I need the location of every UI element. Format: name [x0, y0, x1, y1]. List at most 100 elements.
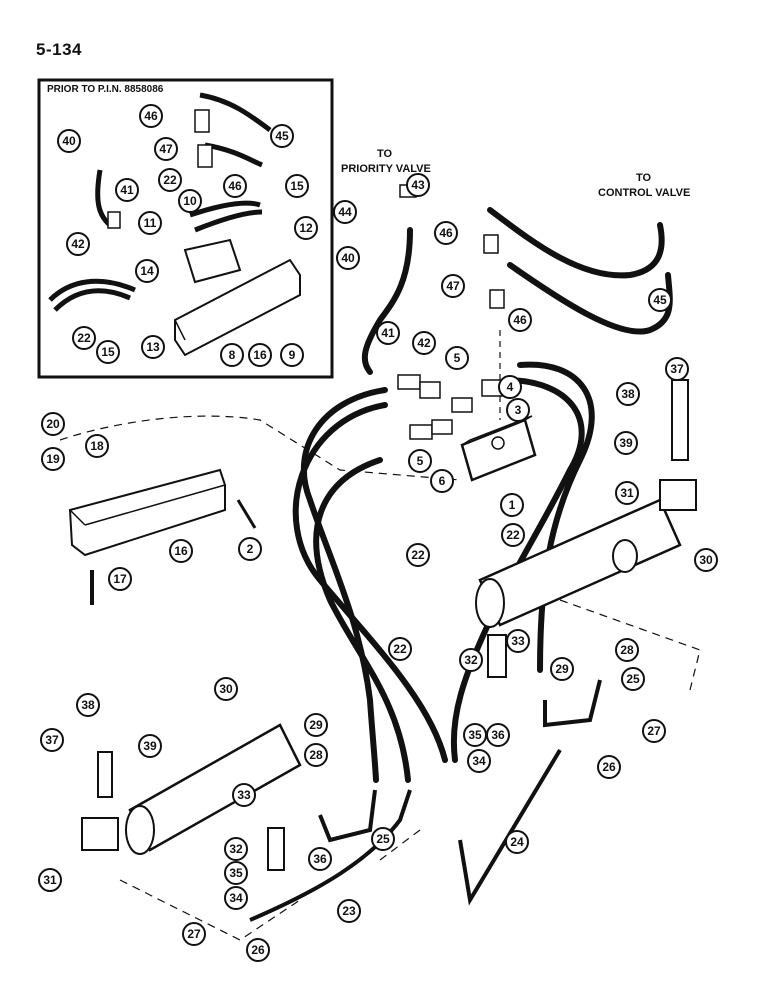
callout-number: 16 — [253, 348, 267, 362]
callout-number: 5 — [454, 351, 461, 365]
callout-number: 32 — [229, 842, 243, 856]
callout-number: 27 — [647, 724, 661, 738]
callout-31: 31 — [38, 868, 62, 892]
callout-number: 29 — [555, 662, 569, 676]
callout-number: 42 — [417, 336, 431, 350]
callout-number: 34 — [229, 891, 243, 905]
callout-10: 10 — [178, 189, 202, 213]
callout-number: 26 — [602, 760, 616, 774]
callout-number: 39 — [143, 739, 157, 753]
mounting-bracket — [68, 468, 257, 605]
callout-40: 40 — [57, 129, 81, 153]
callout-31: 31 — [615, 481, 639, 505]
callout-46: 46 — [508, 308, 532, 332]
callout-number: 46 — [439, 226, 453, 240]
callout-number: 31 — [43, 873, 57, 887]
page-number: 5-134 — [36, 40, 82, 59]
callout-19: 19 — [41, 447, 65, 471]
callout-24: 24 — [505, 830, 529, 854]
callout-26: 26 — [246, 938, 270, 962]
callout-number: 33 — [237, 788, 251, 802]
callout-number: 4 — [507, 380, 514, 394]
callout-number: 6 — [439, 474, 446, 488]
callout-15: 15 — [285, 174, 309, 198]
inset-panel: PRIOR TO P.I.N. 8858086 — [37, 78, 334, 379]
callout-number: 47 — [159, 142, 173, 156]
rigid-tubes — [249, 679, 602, 922]
callout-number: 22 — [393, 642, 407, 656]
to-priority-label-line1: TO — [377, 148, 393, 160]
callout-45: 45 — [270, 124, 294, 148]
callout-number: 1 — [509, 498, 516, 512]
callout-30: 30 — [214, 677, 238, 701]
callout-43: 43 — [406, 173, 430, 197]
callout-number: 36 — [313, 852, 327, 866]
callout-33: 33 — [232, 783, 256, 807]
callout-29: 29 — [550, 657, 574, 681]
inset-title: PRIOR TO P.I.N. 8858086 — [47, 84, 164, 95]
callout-number: 28 — [620, 643, 634, 657]
callout-28: 28 — [304, 743, 328, 767]
steering-cylinder-right — [475, 379, 697, 678]
callout-number: 20 — [46, 417, 60, 431]
callout-number: 17 — [113, 572, 127, 586]
callout-37: 37 — [40, 728, 64, 752]
callout-number: 22 — [411, 548, 425, 562]
dashed-mounting-outline — [59, 415, 701, 941]
callout-22: 22 — [501, 523, 525, 547]
callout-3: 3 — [506, 398, 530, 422]
callout-35: 35 — [463, 723, 487, 747]
callout-25: 25 — [621, 667, 645, 691]
callout-number: 22 — [163, 173, 177, 187]
to-control-label-line2: CONTROL VALVE — [598, 187, 690, 199]
callout-13: 13 — [141, 335, 165, 359]
callout-34: 34 — [467, 749, 491, 773]
callout-8: 8 — [220, 343, 244, 367]
callout-5: 5 — [445, 346, 469, 370]
callout-number: 14 — [140, 264, 154, 278]
callout-number: 18 — [90, 439, 104, 453]
callout-2: 2 — [238, 537, 262, 561]
callout-5: 5 — [408, 449, 432, 473]
callout-27: 27 — [642, 719, 666, 743]
callout-number: 12 — [299, 221, 313, 235]
callout-number: 37 — [670, 362, 684, 376]
callout-number: 39 — [619, 436, 633, 450]
callout-number: 28 — [309, 748, 323, 762]
callout-20: 20 — [41, 412, 65, 436]
callout-32: 32 — [224, 837, 248, 861]
callout-18: 18 — [85, 434, 109, 458]
callout-number: 22 — [77, 331, 91, 345]
callout-number: 30 — [219, 682, 233, 696]
callout-40: 40 — [336, 246, 360, 270]
callout-number: 25 — [626, 672, 640, 686]
callout-17: 17 — [108, 567, 132, 591]
callout-47: 47 — [441, 274, 465, 298]
callout-44: 44 — [333, 200, 357, 224]
callout-number: 46 — [228, 179, 242, 193]
callout-number: 40 — [341, 251, 355, 265]
callout-42: 42 — [66, 232, 90, 256]
callout-number: 23 — [342, 904, 356, 918]
callout-number: 30 — [699, 553, 713, 567]
callout-22: 22 — [388, 637, 412, 661]
callout-number: 37 — [45, 733, 59, 747]
steering-cylinder-left — [81, 723, 302, 871]
callout-number: 38 — [621, 387, 635, 401]
callout-number: 35 — [229, 866, 243, 880]
callout-number: 25 — [376, 832, 390, 846]
callout-number: 45 — [653, 293, 667, 307]
callout-22: 22 — [158, 168, 182, 192]
callout-22: 22 — [72, 326, 96, 350]
callout-number: 29 — [309, 718, 323, 732]
callout-number: 46 — [513, 313, 527, 327]
callout-36: 36 — [486, 723, 510, 747]
callout-27: 27 — [182, 922, 206, 946]
callout-number: 27 — [187, 927, 201, 941]
callout-number: 35 — [468, 728, 482, 742]
callout-14: 14 — [135, 259, 159, 283]
callout-number: 15 — [101, 345, 115, 359]
callout-39: 39 — [614, 431, 638, 455]
callout-12: 12 — [294, 216, 318, 240]
